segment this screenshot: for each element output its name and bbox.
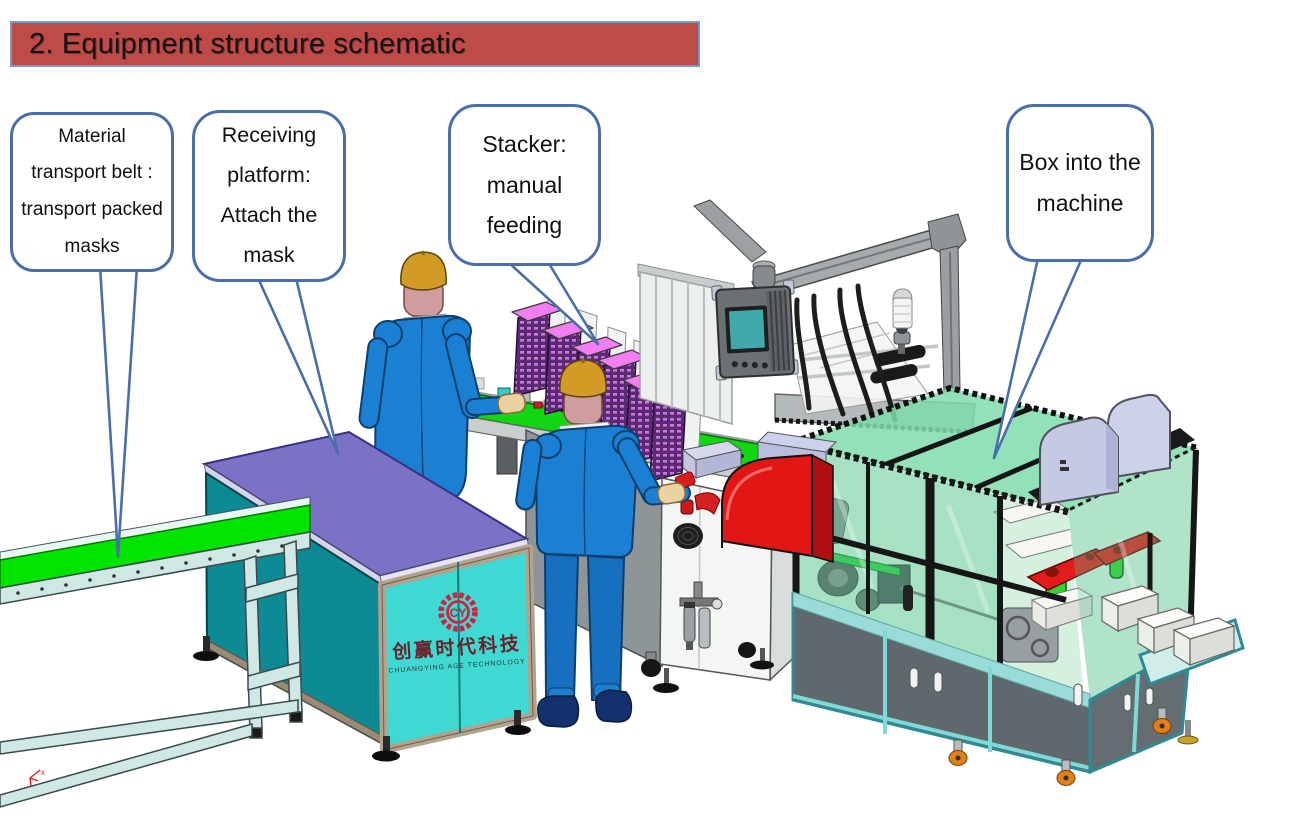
callout-tail-receiving-platform [256,276,340,456]
callout-stacker: Stacker: manual feeding [448,104,601,266]
hardhat-icon [559,359,607,398]
axis-label: x [41,768,45,777]
worker-arm [445,333,483,420]
red-bracket [694,492,721,515]
air-filter-unit-icon [679,581,723,650]
worker-torso [534,424,640,559]
signal-tower-icon [892,288,913,354]
coordinate-axis-marker: x [29,768,45,787]
worker-front [515,358,696,728]
callout-box-into-machine: Box into the machine [1006,104,1154,262]
cartoning-machine [790,385,1245,786]
cabinet-feet [641,642,774,693]
carton-blank-box [681,440,743,480]
worker-shoe [595,689,633,723]
hmi-boom-arm [693,199,967,393]
slide-title-text: 2. Equipment structure schematic [29,27,466,60]
worker-hand [497,392,526,415]
worker-leg [543,552,580,702]
worker-leg [586,554,626,704]
table-feet [193,636,531,762]
door-handle-icon [903,585,913,611]
slide-title: 2. Equipment structure schematic [10,21,700,67]
output-box [1136,607,1196,655]
output-box [1100,585,1160,633]
output-box [1172,617,1236,667]
belt-rail-holes [16,544,284,595]
carton-feeder-frame [637,263,735,425]
hmi-panel [711,279,799,381]
material-transport-belt [0,496,311,808]
callout-text: Receiving platform: Attach the mask [220,123,318,267]
callout-receiving-platform: Receiving platform: Attach the mask [192,110,346,282]
red-guard-box [721,431,838,563]
receiving-table: CY 创赢时代科技 CHUANGYING AGE TECHNOLOGY [193,430,537,762]
worker-shoe [537,695,580,728]
fan-vent-icon [673,523,703,549]
callout-tail-material-belt [98,264,139,558]
worker-hand [657,482,687,505]
machine-casters [948,707,1199,786]
machine-hoods [1028,393,1195,507]
callout-text: Material transport belt : transport pack… [21,125,163,257]
callout-text: Box into the machine [1019,149,1141,216]
callout-text: Stacker: manual feeding [482,130,567,239]
callout-material-belt: Material transport belt : transport pack… [10,112,174,272]
box-output-chute [1100,585,1245,686]
curved-guide-rails [794,283,898,423]
logo-monogram: CY [450,606,467,620]
conveyor-legs [0,539,303,808]
hardhat-icon [400,251,447,291]
